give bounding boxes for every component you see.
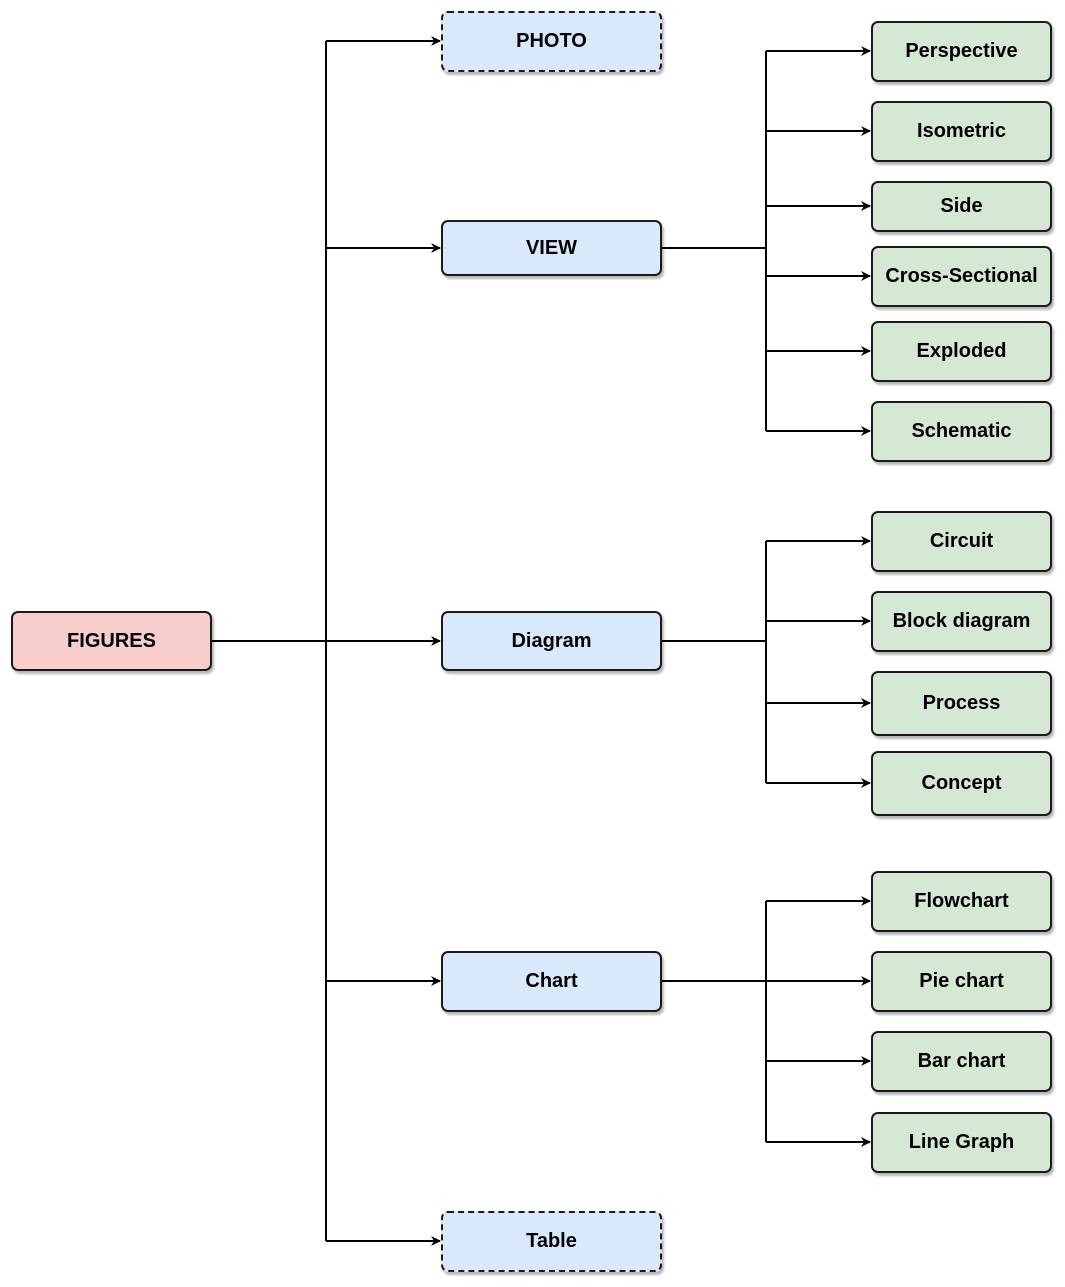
- category-node-view: VIEW: [441, 220, 662, 276]
- leaf-node-block-diagram: Block diagram: [871, 591, 1052, 652]
- category-node-table: Table: [441, 1211, 662, 1272]
- leaf-node-side: Side: [871, 181, 1052, 232]
- leaf-node-exploded: Exploded: [871, 321, 1052, 382]
- leaf-node-line-graph: Line Graph: [871, 1112, 1052, 1173]
- leaf-node-perspective: Perspective: [871, 21, 1052, 82]
- leaf-node-flowchart: Flowchart: [871, 871, 1052, 932]
- root-node-figures: FIGURES: [11, 611, 212, 671]
- category-node-photo: PHOTO: [441, 11, 662, 72]
- leaf-node-isometric: Isometric: [871, 101, 1052, 162]
- leaf-node-schematic: Schematic: [871, 401, 1052, 462]
- leaf-node-bar-chart: Bar chart: [871, 1031, 1052, 1092]
- category-node-diagram: Diagram: [441, 611, 662, 671]
- category-node-chart: Chart: [441, 951, 662, 1012]
- leaf-node-circuit: Circuit: [871, 511, 1052, 572]
- leaf-node-pie-chart: Pie chart: [871, 951, 1052, 1012]
- leaf-node-concept: Concept: [871, 751, 1052, 816]
- leaf-node-process: Process: [871, 671, 1052, 736]
- leaf-node-cross-sectional: Cross-Sectional: [871, 246, 1052, 307]
